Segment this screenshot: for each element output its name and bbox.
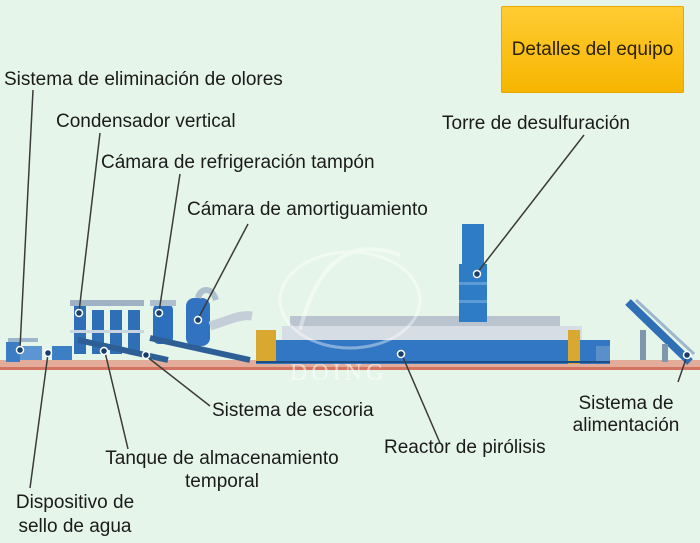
label-slag-system: Sistema de escoria (212, 400, 374, 421)
feeding-conveyor (625, 298, 696, 365)
equipment-details-button[interactable]: Detalles del equipo (501, 6, 684, 93)
label-cooling-chamber: Cámara de refrigeración tampón (101, 152, 375, 173)
watermark-logo (278, 247, 422, 350)
vertical-condenser (70, 300, 144, 354)
slag-conveyor (52, 335, 251, 363)
label-temporary-tank: Tanque de almacenamiento temporal (105, 448, 339, 492)
floor-strip (0, 360, 700, 370)
label-water-seal: Dispositivo de sello de agua (15, 492, 135, 537)
label-odor-removal: Sistema de eliminación de olores (4, 69, 283, 90)
label-vertical-condenser: Condensador vertical (56, 111, 236, 132)
label-feeding-system: Sistema de alimentación (572, 393, 680, 436)
leader-dots (15, 269, 692, 360)
watermark-text: DOING (290, 360, 388, 386)
label-buffer-chamber: Cámara de amortiguamiento (187, 199, 428, 220)
label-pyrolysis-reactor: Reactor de pirólisis (384, 437, 546, 458)
floor-edge (0, 367, 700, 370)
label-desulfurization-tower: Torre de desulfuración (442, 113, 630, 134)
leader-lines (19, 89, 688, 489)
pyrolysis-reactor-body (256, 316, 610, 364)
odor-removal-unit (6, 338, 42, 362)
